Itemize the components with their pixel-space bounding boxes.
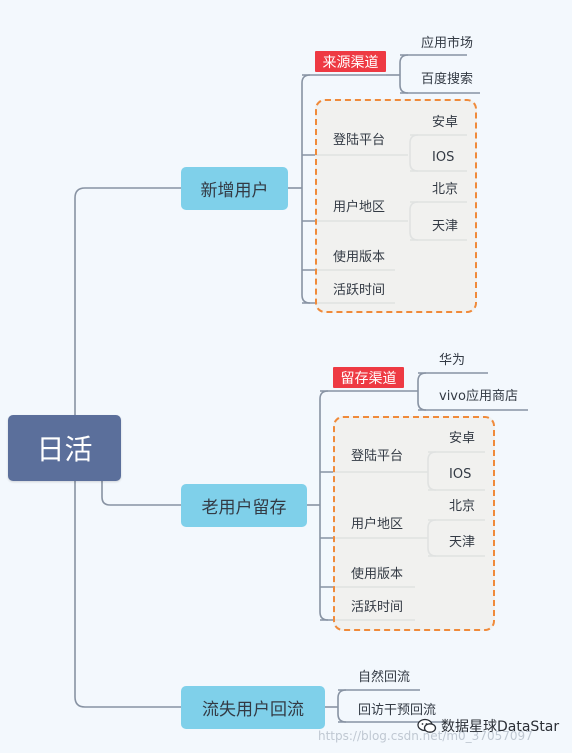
brand-label: 数据星球DataStar xyxy=(441,719,560,735)
connector-old-spine xyxy=(319,390,329,621)
group-box-new-user xyxy=(315,99,477,313)
wechat-bubble-icon xyxy=(417,718,437,733)
connector-root-new xyxy=(74,187,181,415)
leaf-active-time[interactable]: 活跃时间 xyxy=(333,283,386,298)
leaf-beijing[interactable]: 北京 xyxy=(449,499,476,514)
tag-source-channel[interactable]: 来源渠道 xyxy=(315,51,386,72)
branch-new-user[interactable]: 新增用户 xyxy=(181,167,288,210)
leaf-natural-return[interactable]: 自然回流 xyxy=(358,670,411,685)
tag-retention-channel[interactable]: 留存渠道 xyxy=(333,367,404,388)
leaf-android[interactable]: 安卓 xyxy=(449,431,476,446)
leaf-tianjin[interactable]: 天津 xyxy=(432,219,459,234)
leaf-ios[interactable]: IOS xyxy=(432,150,455,165)
leaf-app-version[interactable]: 使用版本 xyxy=(333,250,386,265)
brand-watermark: 数据星球DataStar xyxy=(417,716,559,736)
leaf-login-platform[interactable]: 登陆平台 xyxy=(333,133,386,148)
leaf-login-platform[interactable]: 登陆平台 xyxy=(351,449,404,464)
leaf-active-time[interactable]: 活跃时间 xyxy=(351,600,404,615)
branch-old-user[interactable]: 老用户留存 xyxy=(181,484,307,527)
url-watermark: https://blog.csdn.net/m0_37057097 xyxy=(318,729,533,743)
group-box-old-user xyxy=(333,416,495,631)
leaf-intervention-return[interactable]: 回访干预回流 xyxy=(358,703,437,718)
leaf-beijing[interactable]: 北京 xyxy=(432,182,459,197)
leaf-tianjin[interactable]: 天津 xyxy=(449,535,476,550)
connector-root-lost xyxy=(74,481,181,708)
leaf-ios[interactable]: IOS xyxy=(449,467,472,482)
leaf-user-region[interactable]: 用户地区 xyxy=(333,200,386,215)
root-node[interactable]: 日活 xyxy=(8,415,121,481)
leaf-user-region[interactable]: 用户地区 xyxy=(351,517,404,532)
leaf-baidu-search[interactable]: 百度搜索 xyxy=(421,72,474,87)
leaf-app-version[interactable]: 使用版本 xyxy=(351,567,404,582)
leaf-android[interactable]: 安卓 xyxy=(432,115,459,130)
leaf-vivo-store[interactable]: vivo应用商店 xyxy=(439,389,518,404)
leaf-app-market[interactable]: 应用市场 xyxy=(421,36,474,51)
connector-root-old xyxy=(101,481,181,506)
branch-lost-user[interactable]: 流失用户回流 xyxy=(181,686,325,729)
connector-new-spine xyxy=(301,74,311,304)
leaf-huawei[interactable]: 华为 xyxy=(439,353,466,368)
